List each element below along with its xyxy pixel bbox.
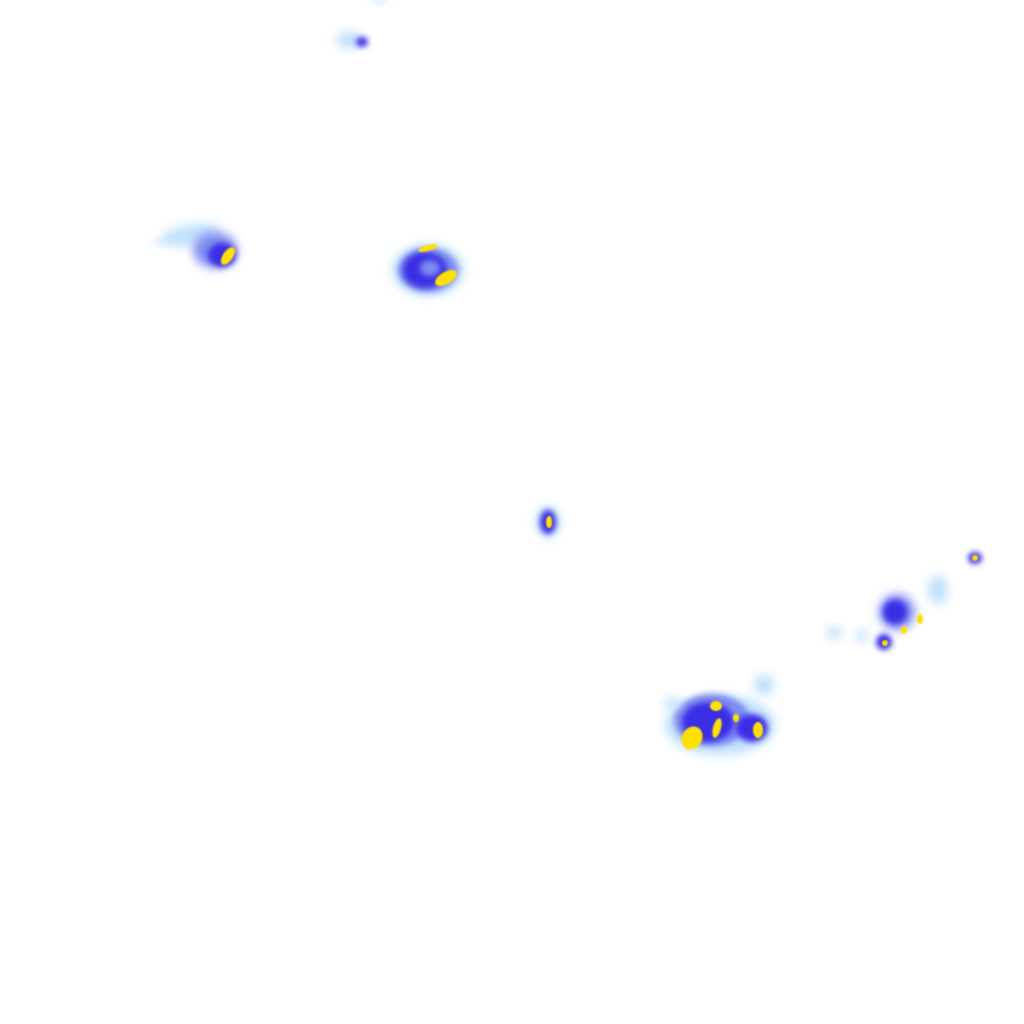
precip-echo-light bbox=[372, 0, 388, 3]
precip-echo-intense bbox=[972, 555, 978, 561]
precip-echo-intense bbox=[418, 244, 438, 252]
precip-echo-light bbox=[754, 675, 774, 695]
precip-echo-light bbox=[154, 239, 166, 245]
precip-echo-light bbox=[856, 630, 868, 642]
precip-echo-intense bbox=[901, 626, 907, 634]
precip-echo-heavy bbox=[356, 37, 368, 47]
precip-echo-moderate bbox=[420, 260, 440, 276]
precip-echo-intense bbox=[710, 701, 722, 711]
precip-echo-intense bbox=[753, 722, 763, 738]
precip-echo-intense bbox=[546, 516, 552, 528]
precip-echo-light bbox=[928, 576, 948, 604]
precip-echo-intense bbox=[882, 640, 888, 646]
precip-echo-intense bbox=[712, 718, 722, 738]
precip-echo-heavy bbox=[736, 714, 768, 742]
precip-echo-intense bbox=[435, 270, 457, 286]
precip-echo-intense bbox=[220, 247, 236, 265]
precip-echo-intense bbox=[917, 614, 923, 624]
precip-echo-light bbox=[826, 627, 842, 639]
precip-echo-intense bbox=[733, 714, 739, 722]
precip-echo-intense bbox=[681, 726, 703, 750]
precip-echo-heavy bbox=[883, 600, 907, 624]
precip-echo-light bbox=[664, 697, 680, 709]
